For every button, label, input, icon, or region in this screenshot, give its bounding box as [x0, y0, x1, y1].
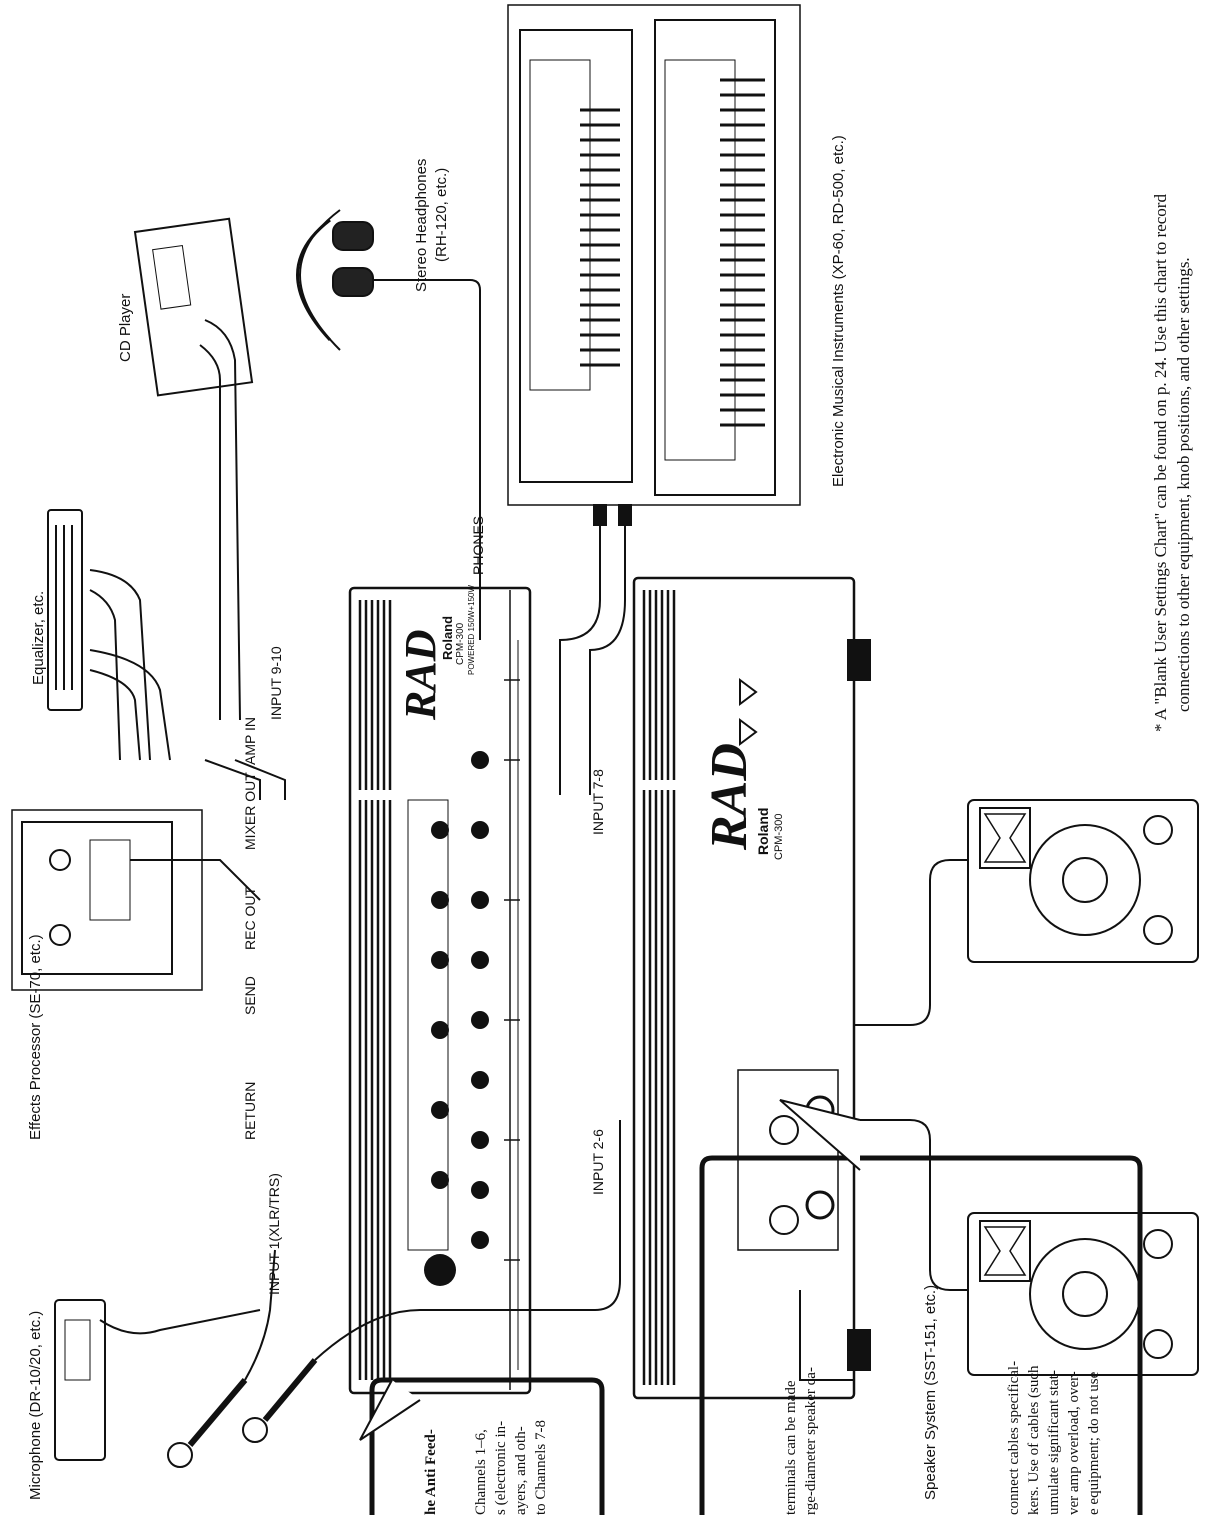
- headphones-model-label: (RH-120, etc.): [433, 168, 450, 262]
- drum-machine: [55, 1300, 105, 1460]
- input-9-10-port-label: INPUT 9-10: [268, 646, 284, 720]
- callout-right-line-3: connect cables specifical-: [1005, 1361, 1024, 1515]
- phones-port-label: PHONES: [470, 516, 486, 575]
- instruments-label: Electronic Musical Instruments (XP-60, R…: [830, 135, 847, 487]
- rec-out-port-label: REC OUT: [242, 887, 258, 950]
- headphones: [298, 210, 374, 350]
- equalizer-label: Equalizer, etc.: [30, 591, 47, 685]
- input-1-port-label: INPUT 1(XLR/TRS): [266, 1173, 282, 1295]
- amp-model: CPM-300: [773, 814, 785, 860]
- callout-left-line-3: s (electronic in-: [492, 1421, 511, 1515]
- callout-right-line-6: ver amp overload, over-: [1065, 1371, 1084, 1515]
- mixer-logo: RAD: [395, 630, 446, 720]
- amp-panel: [634, 578, 870, 1398]
- callout-left-line-5: to Channels 7-8: [532, 1420, 551, 1515]
- mixer-model: CPM-300: [455, 623, 466, 665]
- input-2-6-port-label: INPUT 2-6: [590, 1129, 606, 1195]
- cd-player-label: CD Player: [117, 294, 134, 362]
- callout-left-line-4: ayers, and oth-: [512, 1426, 531, 1515]
- callout-left-line-2: Channels 1–6,: [472, 1429, 491, 1515]
- footnote-line-2: connections to other equipment, knob pos…: [1173, 257, 1195, 712]
- amp-brand: Roland: [755, 808, 771, 855]
- callout-left-heading: he Anti Feed-: [423, 1429, 439, 1515]
- input-7-8-port-label: INPUT 7-8: [590, 769, 606, 835]
- amp-logo: RAD: [700, 743, 759, 850]
- microphone-1: [168, 1250, 275, 1467]
- callout-left-title: he Anti Feed-: [422, 1429, 441, 1515]
- speaker-system-label: Speaker System (SST-151, etc.): [922, 1285, 939, 1500]
- effects-processor-label: Effects Processor (SE-70, etc.): [27, 934, 44, 1140]
- headphones-label: Stereo Headphones: [413, 159, 430, 292]
- return-port-label: RETURN: [242, 1082, 258, 1140]
- keyboard-group: [508, 5, 800, 505]
- callout-right-line-4: kers. Use of cables (such: [1025, 1365, 1044, 1515]
- mixer-out-port-label: MIXER OUT: [242, 772, 258, 850]
- callout-right-line-1: terminals can be made: [782, 1380, 801, 1515]
- callout-right-line-2: rge-diameter speaker ca-: [802, 1367, 821, 1515]
- equalizer: [48, 510, 82, 710]
- mixer-brand: Roland: [440, 616, 455, 660]
- callout-right-line-7: e equipment; do not use: [1085, 1372, 1104, 1515]
- speaker-left: [968, 1213, 1198, 1375]
- speaker-right: [968, 800, 1198, 962]
- mixer-powered: POWERED 150W+150W: [467, 585, 476, 675]
- amp-in-port-label: AMP IN: [242, 717, 258, 765]
- footnote-line-1: * A "Blank User Settings Chart" can be f…: [1150, 194, 1172, 732]
- microphone-label: Microphone (DR-10/20, etc.): [27, 1311, 44, 1500]
- callout-right-line-5: umulate significant stat-: [1045, 1370, 1064, 1515]
- send-port-label: SEND: [242, 976, 258, 1015]
